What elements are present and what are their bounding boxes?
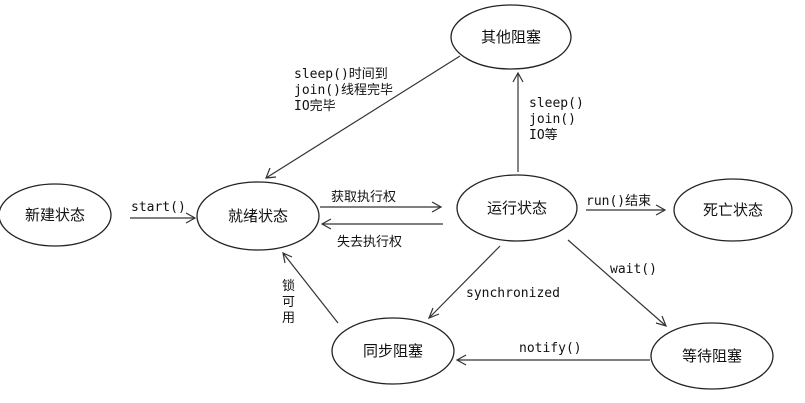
node-running: 运行状态 bbox=[456, 174, 578, 242]
node-other-blocked: 其他阻塞 bbox=[450, 4, 572, 70]
node-new-label: 新建状态 bbox=[25, 206, 85, 224]
edge-synchronized: synchronized bbox=[427, 245, 560, 320]
node-wait-blocked: 等待阻塞 bbox=[650, 322, 774, 390]
edge-from-other-label-3: IO完毕 bbox=[294, 99, 336, 114]
edge-start: start() bbox=[130, 200, 197, 224]
node-dead-label: 死亡状态 bbox=[703, 201, 763, 219]
edge-to-other-label-1: sleep() bbox=[529, 96, 584, 111]
edge-lose-cpu-label: 失去执行权 bbox=[337, 234, 402, 250]
edge-get-cpu: 获取执行权 bbox=[320, 189, 443, 213]
node-new: 新建状态 bbox=[0, 183, 112, 247]
node-dead: 死亡状态 bbox=[673, 178, 793, 242]
node-sync-blocked-label: 同步阻塞 bbox=[363, 342, 423, 360]
edge-get-cpu-label: 获取执行权 bbox=[331, 189, 396, 205]
edge-run-end-label: run()结束 bbox=[586, 194, 651, 209]
edge-lock-label-1: 锁 bbox=[282, 278, 295, 294]
edge-lose-cpu: 失去执行权 bbox=[320, 218, 443, 250]
node-ready-label: 就绪状态 bbox=[228, 207, 288, 225]
edge-to-other-label-2: join() bbox=[529, 112, 576, 127]
edge-wait-label: wait() bbox=[610, 262, 657, 277]
edge-from-other-label-2: join()线程完毕 bbox=[294, 83, 393, 98]
edge-notify: notify() bbox=[455, 341, 650, 366]
edge-notify-label: notify() bbox=[519, 341, 582, 356]
edge-to-other-blocked: sleep() join() IO等 bbox=[512, 71, 584, 172]
edge-from-other-label-1: sleep()时间到 bbox=[294, 67, 388, 82]
edge-lock-label-3: 用 bbox=[282, 311, 295, 326]
edge-wait: wait() bbox=[567, 239, 668, 327]
edge-run-end: run()结束 bbox=[586, 194, 667, 216]
edge-start-label: start() bbox=[131, 200, 186, 215]
edge-lock-label-2: 可 bbox=[282, 295, 295, 310]
edge-to-other-label-3: IO等 bbox=[529, 127, 558, 143]
node-sync-blocked: 同步阻塞 bbox=[331, 317, 455, 385]
node-running-label: 运行状态 bbox=[487, 199, 547, 217]
node-other-blocked-label: 其他阻塞 bbox=[481, 28, 541, 46]
node-wait-blocked-label: 等待阻塞 bbox=[682, 347, 742, 365]
edge-synchronized-label: synchronized bbox=[466, 286, 560, 301]
edge-lock-available: 锁 可 用 bbox=[282, 251, 339, 326]
edge-from-other-blocked: sleep()时间到 join()线程完毕 IO完毕 bbox=[265, 55, 461, 179]
node-ready: 就绪状态 bbox=[196, 181, 320, 251]
